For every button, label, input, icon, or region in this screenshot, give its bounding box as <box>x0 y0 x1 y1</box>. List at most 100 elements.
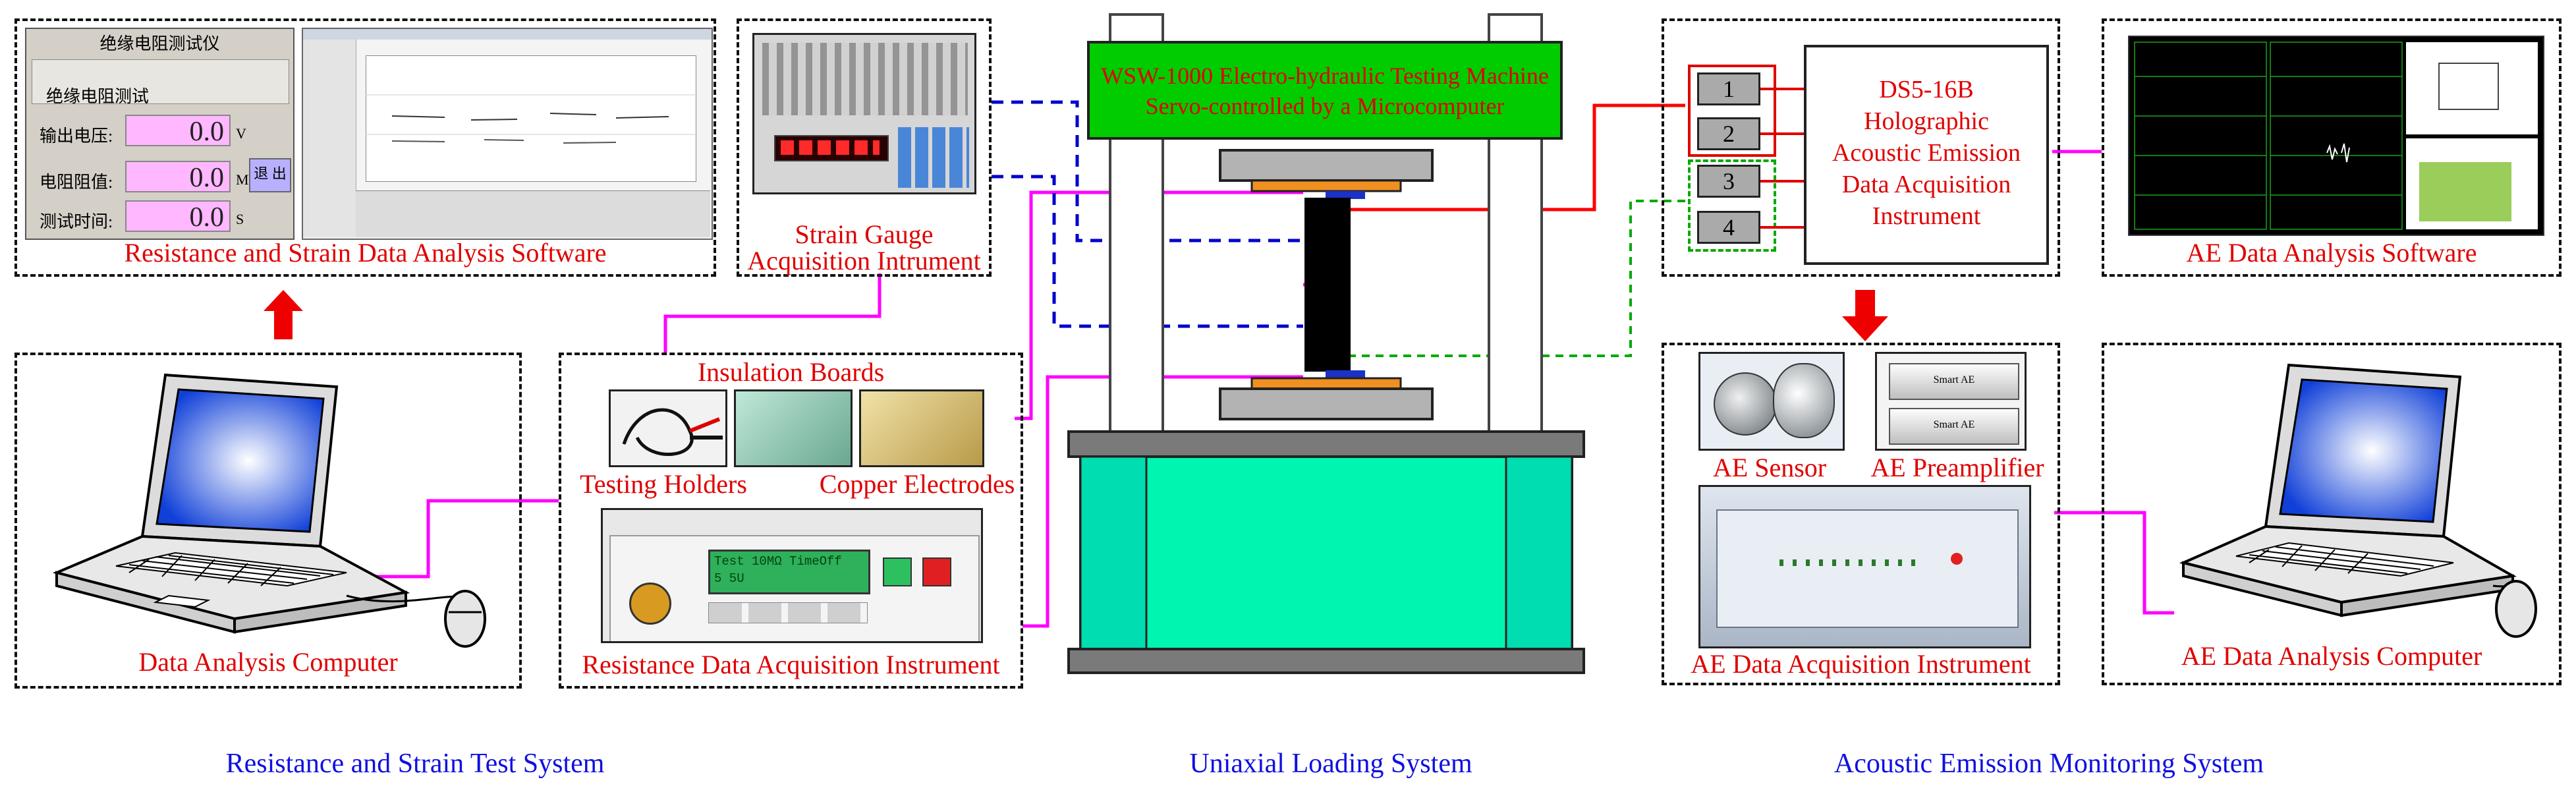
wire-strain-bottom <box>992 175 1303 328</box>
resistance-lcd-line2: 5 5U <box>714 571 744 586</box>
ae-preamp-unit-2: Smart AE <box>1889 408 2019 445</box>
plot-toolbar <box>303 29 712 40</box>
plot-area <box>366 55 696 182</box>
computer-label: Data Analysis Computer <box>138 647 398 677</box>
ae-software-panel: AE Data Analysis Software <box>2102 18 2562 277</box>
ae-preamp-photo: Smart AE Smart AE <box>1875 352 2027 451</box>
plot-window <box>302 28 713 240</box>
channel-2: 2 <box>1697 117 1760 150</box>
strain-gauge-display <box>774 135 889 161</box>
resistance-stop-button[interactable] <box>922 557 951 586</box>
ae-sensor-label: AE Sensor <box>1712 453 1827 482</box>
tester-row1-label: 输出电压: <box>40 127 113 146</box>
wire-strain-gauge <box>663 273 882 353</box>
tester-exit-button[interactable]: 退 出 <box>249 158 291 192</box>
channel-4: 4 <box>1697 211 1760 244</box>
plot-sidebar <box>303 40 356 237</box>
resistance-lcd-line1: Test 10MΩ TimeOff <box>714 554 842 569</box>
testing-holders-label: Testing Holders <box>580 469 747 499</box>
tester-row1-value: 0.0 <box>125 115 231 147</box>
machine-crosshead: WSW-1000 Electro-hydraulic Testing Machi… <box>1087 41 1563 140</box>
channel-3: 3 <box>1697 165 1760 198</box>
ds5-line-3: Acoustic Emission <box>1832 139 2021 167</box>
ds5-line-5: Instrument <box>1872 202 1981 230</box>
wire-strain-top <box>992 100 1303 242</box>
tester-row3-value: 0.0 <box>125 200 231 233</box>
tester-row3-unit: S <box>236 211 244 227</box>
ae-preamp-unit-1: Smart AE <box>1889 363 2019 400</box>
tester-row2-value: 0.0 <box>125 161 231 193</box>
testing-holders-photo <box>609 389 727 467</box>
resistance-instrument-photo: Test 10MΩ TimeOff 5 5U <box>601 508 983 643</box>
channel-2-number: 2 <box>1723 121 1735 147</box>
ae-computer-label: AE Data Analysis Computer <box>2181 641 2482 671</box>
resistance-instrument-label: Resistance Data Acquisition Instrument <box>582 650 1000 679</box>
wire-computer-to-instruments <box>356 499 559 579</box>
ae-acquisition-front <box>1716 509 2019 628</box>
resistance-lcd: Test 10MΩ TimeOff 5 5U <box>708 550 870 594</box>
wire-ae-to-computer <box>2054 511 2174 615</box>
plot-traces <box>366 94 695 144</box>
ds5-line-4: Data Acquisition <box>1841 171 2011 198</box>
ds5-panel: 1 2 3 4 DS5-16B Holographic Acoustic Emi… <box>1662 18 2060 277</box>
ae-hardware-panel: Smart AE Smart AE AE Sensor AE Preamplif… <box>1662 343 2060 685</box>
instruments-panel: Insulation Boards Testing Holders Copper… <box>559 353 1023 689</box>
left-system-label: Resistance and Strain Test System <box>225 749 605 779</box>
ae-sensor-photo <box>1698 352 1845 451</box>
copper-electrodes-photo <box>859 389 984 467</box>
tester-window-header <box>32 59 289 104</box>
plot-table <box>356 190 710 237</box>
channel-1: 1 <box>1697 72 1760 105</box>
channel-3-number: 3 <box>1723 168 1735 194</box>
copper-electrodes-label: Copper Electrodes <box>819 469 1015 499</box>
channel-group-green <box>1688 159 1776 252</box>
resistance-keys <box>708 602 868 623</box>
ae-software-label: AE Data Analysis Software <box>2186 238 2477 268</box>
computer-panel: Data Analysis Computer <box>14 353 522 689</box>
channel-4-number: 4 <box>1723 214 1735 241</box>
insulation-boards-photo <box>734 389 853 467</box>
strain-gauge-keypad <box>898 127 969 188</box>
machine-title-line2: Servo-controlled by a Microcomputer <box>1145 93 1505 119</box>
ae-preamp-text-2: Smart AE <box>1933 419 1975 430</box>
strain-gauge-photo <box>752 33 976 194</box>
ae-software-plots <box>2134 42 2538 230</box>
ae-sensor-body-2 <box>1773 363 1835 438</box>
channel-links <box>1760 88 1804 229</box>
ae-laptop-icon <box>2179 363 2537 638</box>
strain-gauge-connectors <box>762 43 968 115</box>
strain-gauge-label-2: Acquisition Intrument <box>747 246 981 275</box>
ae-acquisition-photo <box>1698 485 2031 648</box>
center-system-label: Uniaxial Loading System <box>1189 749 1472 779</box>
tester-row3-label: 测试时间: <box>40 212 113 231</box>
down-arrow <box>1842 290 1888 341</box>
laptop-icon <box>52 373 486 648</box>
tester-section-title: 绝缘电阻测试 <box>46 87 150 106</box>
insulation-boards-label: Insulation Boards <box>697 357 885 387</box>
channel-1-number: 1 <box>1723 76 1735 102</box>
machine-title-line1: WSW-1000 Electro-hydraulic Testing Machi… <box>1101 63 1549 89</box>
testing-holders-cables <box>622 408 723 456</box>
ae-preamp-text-1: Smart AE <box>1933 374 1975 385</box>
ae-sensor-body-1 <box>1714 372 1777 436</box>
tester-window-title: 绝缘电阻测试仪 <box>99 34 220 53</box>
tester-row1-unit: V <box>236 125 246 142</box>
ae-software-screen <box>2128 36 2544 236</box>
wire-channel-red <box>1351 103 1685 212</box>
tester-row2-label: 电阻阻值: <box>40 173 113 192</box>
resistance-start-button[interactable] <box>883 557 912 586</box>
up-arrow <box>264 290 303 339</box>
ds5-line-1: DS5-16B <box>1879 76 1974 103</box>
ae-acquisition-power-button[interactable] <box>1951 553 1963 565</box>
ds5-box: DS5-16B Holographic Acoustic Emission Da… <box>1804 45 2049 265</box>
software-label: Resistance and Strain Data Analysis Soft… <box>124 238 607 268</box>
ae-acquisition-leds <box>1779 559 1924 566</box>
strain-gauge-panel: Strain Gauge Acquisition Intrument <box>737 18 992 277</box>
strain-gauge-digits <box>781 140 880 155</box>
ae-computer-panel: AE Data Analysis Computer <box>2102 343 2562 685</box>
ae-preamp-label: AE Preamplifier <box>1870 453 2044 482</box>
right-system-label: Acoustic Emission Monitoring System <box>1834 749 2264 779</box>
channel-group-red <box>1688 65 1776 157</box>
resistance-power-knob <box>629 583 671 625</box>
ds5-line-2: Holographic <box>1864 107 1989 135</box>
